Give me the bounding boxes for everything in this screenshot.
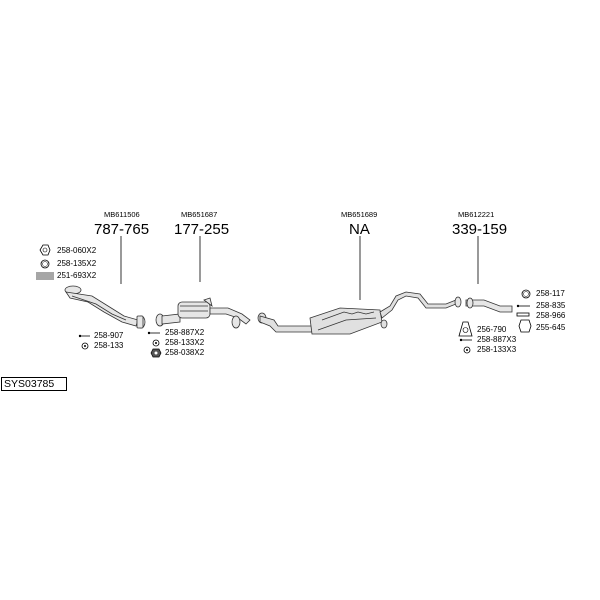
part-code: 258-135X2 [57,259,97,268]
part-code: 258-907 [94,331,124,340]
part-code: 251-693X2 [57,271,97,280]
part-code: 258-133 [94,341,124,350]
bolt-head-icon [147,331,151,335]
part-code: 258-133X3 [477,345,517,354]
front-silencer-drawing [155,297,251,329]
system-code-label: SYS03785 [1,377,67,391]
price-front-pipe: 787-765 [94,221,150,238]
washer-icon [152,339,160,347]
part-code: 255-645 [536,323,566,332]
nut-icon [39,244,51,256]
oem-number-front-pipe: MB611506 [104,210,140,219]
oem-number-front-silencer: MB651687 [181,210,218,219]
spring-icon [36,272,54,280]
rubber-ring-icon [521,289,531,299]
price-front-silencer: 177-255 [174,221,230,238]
part-code: 258-887X2 [165,328,205,337]
bolt-head-icon [459,338,463,342]
clamp-icon [518,319,532,333]
part-code: 258-060X2 [57,246,97,255]
part-code: 258-117 [536,289,565,298]
center-silencer-drawing [257,291,457,335]
front-pipe-drawing [64,285,146,329]
washer-icon [81,342,89,350]
part-code: 258-133X2 [165,338,205,347]
washer-hole-icon [466,349,468,351]
part-code: 258-835 [536,301,566,310]
oem-number-tail-pipe: MB612221 [458,210,495,219]
gasket-hole-icon [462,327,469,333]
part-code: 256-790 [477,325,507,334]
ring-icon [40,259,50,269]
ring-inner-icon [42,261,48,267]
washer-icon [463,346,471,354]
washer-hole-icon [84,345,86,347]
bolt-head-icon [78,334,82,338]
part-code: 258-966 [536,311,566,320]
gasket-icon [458,321,473,337]
bolt-icon [516,312,530,317]
tail-pipe-drawing [454,296,513,313]
washer-hole-icon [155,342,157,344]
price-center-silencer: NA [349,221,370,238]
rubber-ring-inner-icon [523,291,529,297]
price-tail-pipe: 339-159 [452,221,508,238]
nut-hole-icon [42,247,48,253]
bolt-head-icon [516,304,520,308]
part-code: 258-038X2 [165,348,205,357]
nut-hole-icon [154,351,158,355]
oem-number-center-silencer: MB651689 [341,210,378,219]
part-code: 258-887X3 [477,335,517,344]
